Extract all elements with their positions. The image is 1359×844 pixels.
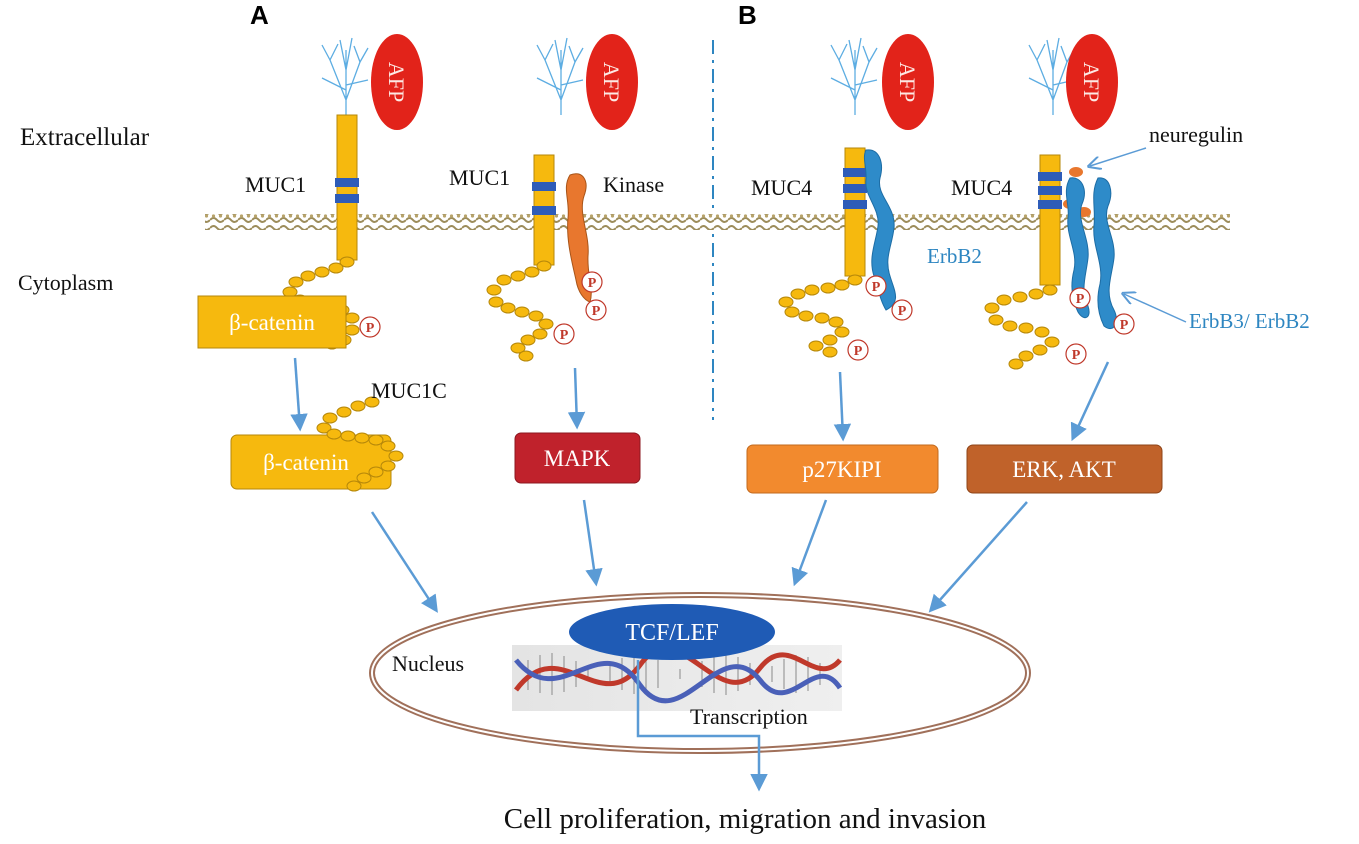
- svg-text:AFP: AFP: [599, 62, 624, 102]
- arrow: [833, 371, 852, 442]
- beta-catenin-bound-box: [197, 295, 347, 349]
- svg-text:β-catenin: β-catenin: [263, 450, 349, 475]
- muc4-tail-a: [778, 274, 863, 358]
- afp-ellipse: [1066, 34, 1118, 130]
- mucin-stalk: [336, 114, 358, 261]
- extracellular-label: Extracellular: [20, 124, 150, 151]
- erbb3-shape: [1065, 177, 1090, 319]
- phospho-icon: P P P: [1065, 287, 1135, 365]
- erbb3-pointer: [1124, 294, 1187, 323]
- nucleus-label: Nucleus: [392, 651, 464, 676]
- panel-label-b: B: [738, 0, 757, 30]
- muc1-label-b: MUC1: [449, 165, 510, 190]
- svg-text:P: P: [1076, 292, 1085, 307]
- svg-text:P: P: [1120, 318, 1129, 333]
- arrow: [928, 501, 1028, 613]
- erbb3-erbb2-label: ErbB3/ ErbB2: [1189, 309, 1310, 333]
- svg-text:P: P: [560, 328, 569, 343]
- erbb2-shape: [863, 149, 896, 311]
- arrow: [582, 499, 603, 587]
- svg-text:P: P: [872, 280, 881, 295]
- svg-text:MAPK: MAPK: [544, 446, 611, 471]
- p27-box: [746, 444, 939, 494]
- erbb2-label: ErbB2: [927, 244, 982, 268]
- glycan-tree-icon: [830, 37, 878, 115]
- arrow: [290, 357, 308, 432]
- kinase-label: Kinase: [603, 172, 664, 197]
- svg-text:ERK, AKT: ERK, AKT: [1012, 457, 1116, 482]
- svg-text:P: P: [366, 321, 375, 336]
- muc1-tail-b: [486, 260, 554, 362]
- glycan-tree-icon: [321, 37, 369, 115]
- svg-text:P: P: [1072, 348, 1081, 363]
- tcf-lef-oval: [569, 604, 775, 660]
- afp-ellipse: [882, 34, 934, 130]
- arrow: [791, 499, 828, 587]
- pathway-arrows: [290, 357, 1110, 613]
- arrow: [370, 511, 438, 613]
- cell-membrane: [205, 214, 1230, 230]
- arrow: [1070, 361, 1110, 442]
- muc4-label-a: MUC4: [751, 175, 812, 200]
- muc4-receptor-b: AFP: [1028, 34, 1118, 330]
- svg-text:P: P: [592, 304, 601, 319]
- erk-akt-box: [966, 444, 1163, 494]
- mucin-stalk: [844, 147, 866, 277]
- panel-label-a: A: [250, 0, 269, 30]
- arrow: [567, 367, 586, 430]
- muc1-label-a: MUC1: [245, 172, 306, 197]
- phospho-icon: P P P: [847, 275, 913, 361]
- afp-ellipse: [371, 34, 423, 130]
- muc4-tail-b: [984, 284, 1060, 370]
- svg-text:AFP: AFP: [384, 62, 409, 102]
- afp-ellipse: [586, 34, 638, 130]
- svg-text:P: P: [588, 276, 597, 291]
- svg-text:AFP: AFP: [895, 62, 920, 102]
- neuregulin-pointer: [1090, 147, 1147, 166]
- muc1c-chain: [316, 396, 404, 492]
- phospho-icon: P P P: [553, 271, 607, 345]
- muc4-label-b: MUC4: [951, 175, 1012, 200]
- outcome-label: Cell proliferation, migration and invasi…: [504, 803, 987, 835]
- mapk-box: [514, 432, 641, 484]
- transcription-label: Transcription: [690, 704, 808, 729]
- svg-text:TCF/LEF: TCF/LEF: [625, 620, 718, 646]
- phospho-icon: [359, 316, 381, 338]
- svg-text:p27KIPI: p27KIPI: [802, 457, 881, 482]
- glycan-tree-icon: [536, 37, 584, 115]
- transcription-arrow: [636, 660, 768, 792]
- svg-text:P: P: [854, 344, 863, 359]
- svg-text:β-catenin: β-catenin: [229, 310, 315, 335]
- neuregulin-label: neuregulin: [1149, 122, 1243, 147]
- muc1c-label: MUC1C: [371, 378, 447, 403]
- muc4-receptor-a: AFP: [830, 34, 934, 311]
- cytoplasm-label: Cytoplasm: [18, 270, 113, 295]
- erbb2-shape: [1093, 177, 1117, 330]
- muc1-receptor-b: AFP: [532, 34, 638, 303]
- svg-text:P: P: [898, 304, 907, 319]
- svg-text:AFP: AFP: [1079, 62, 1104, 102]
